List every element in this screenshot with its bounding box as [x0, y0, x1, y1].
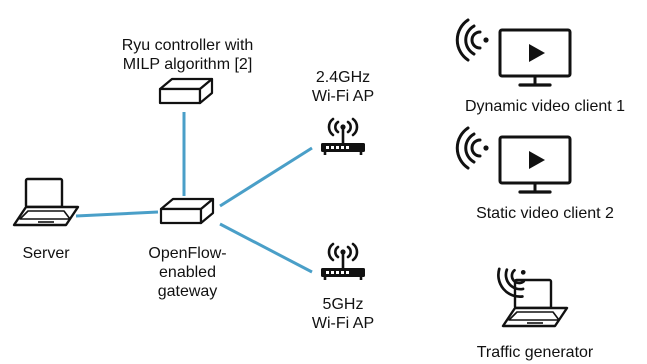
- controller-box-icon: [158, 77, 214, 105]
- gateway-box-icon: [159, 197, 215, 225]
- server-laptop-icon: [12, 177, 80, 227]
- ap24-label: 2.4GHz Wi-Fi AP: [311, 69, 375, 105]
- ap5-router-icon: [319, 242, 367, 282]
- client1-label: Dynamic video client 1: [464, 98, 626, 115]
- client1-tv-icon: [498, 28, 572, 87]
- client2-tv-icon: [498, 135, 572, 194]
- client2-wifi-icon: [455, 126, 491, 170]
- ap24-router-icon: [319, 117, 367, 157]
- client1-wifi-icon: [455, 18, 491, 62]
- link-gateway-ap24: [219, 146, 313, 208]
- link-gateway-ap5: [219, 222, 313, 274]
- client2-label: Static video client 2: [476, 205, 614, 222]
- ap5-label: 5GHz Wi-Fi AP: [311, 296, 375, 332]
- traffic-label: Traffic generator: [476, 344, 594, 361]
- gateway-label: OpenFlow- enabled gateway: [148, 245, 227, 300]
- controller-label: Ryu controller with MILP algorithm [2]: [121, 37, 254, 73]
- link-server-gateway: [75, 210, 159, 218]
- server-label: Server: [22, 245, 70, 262]
